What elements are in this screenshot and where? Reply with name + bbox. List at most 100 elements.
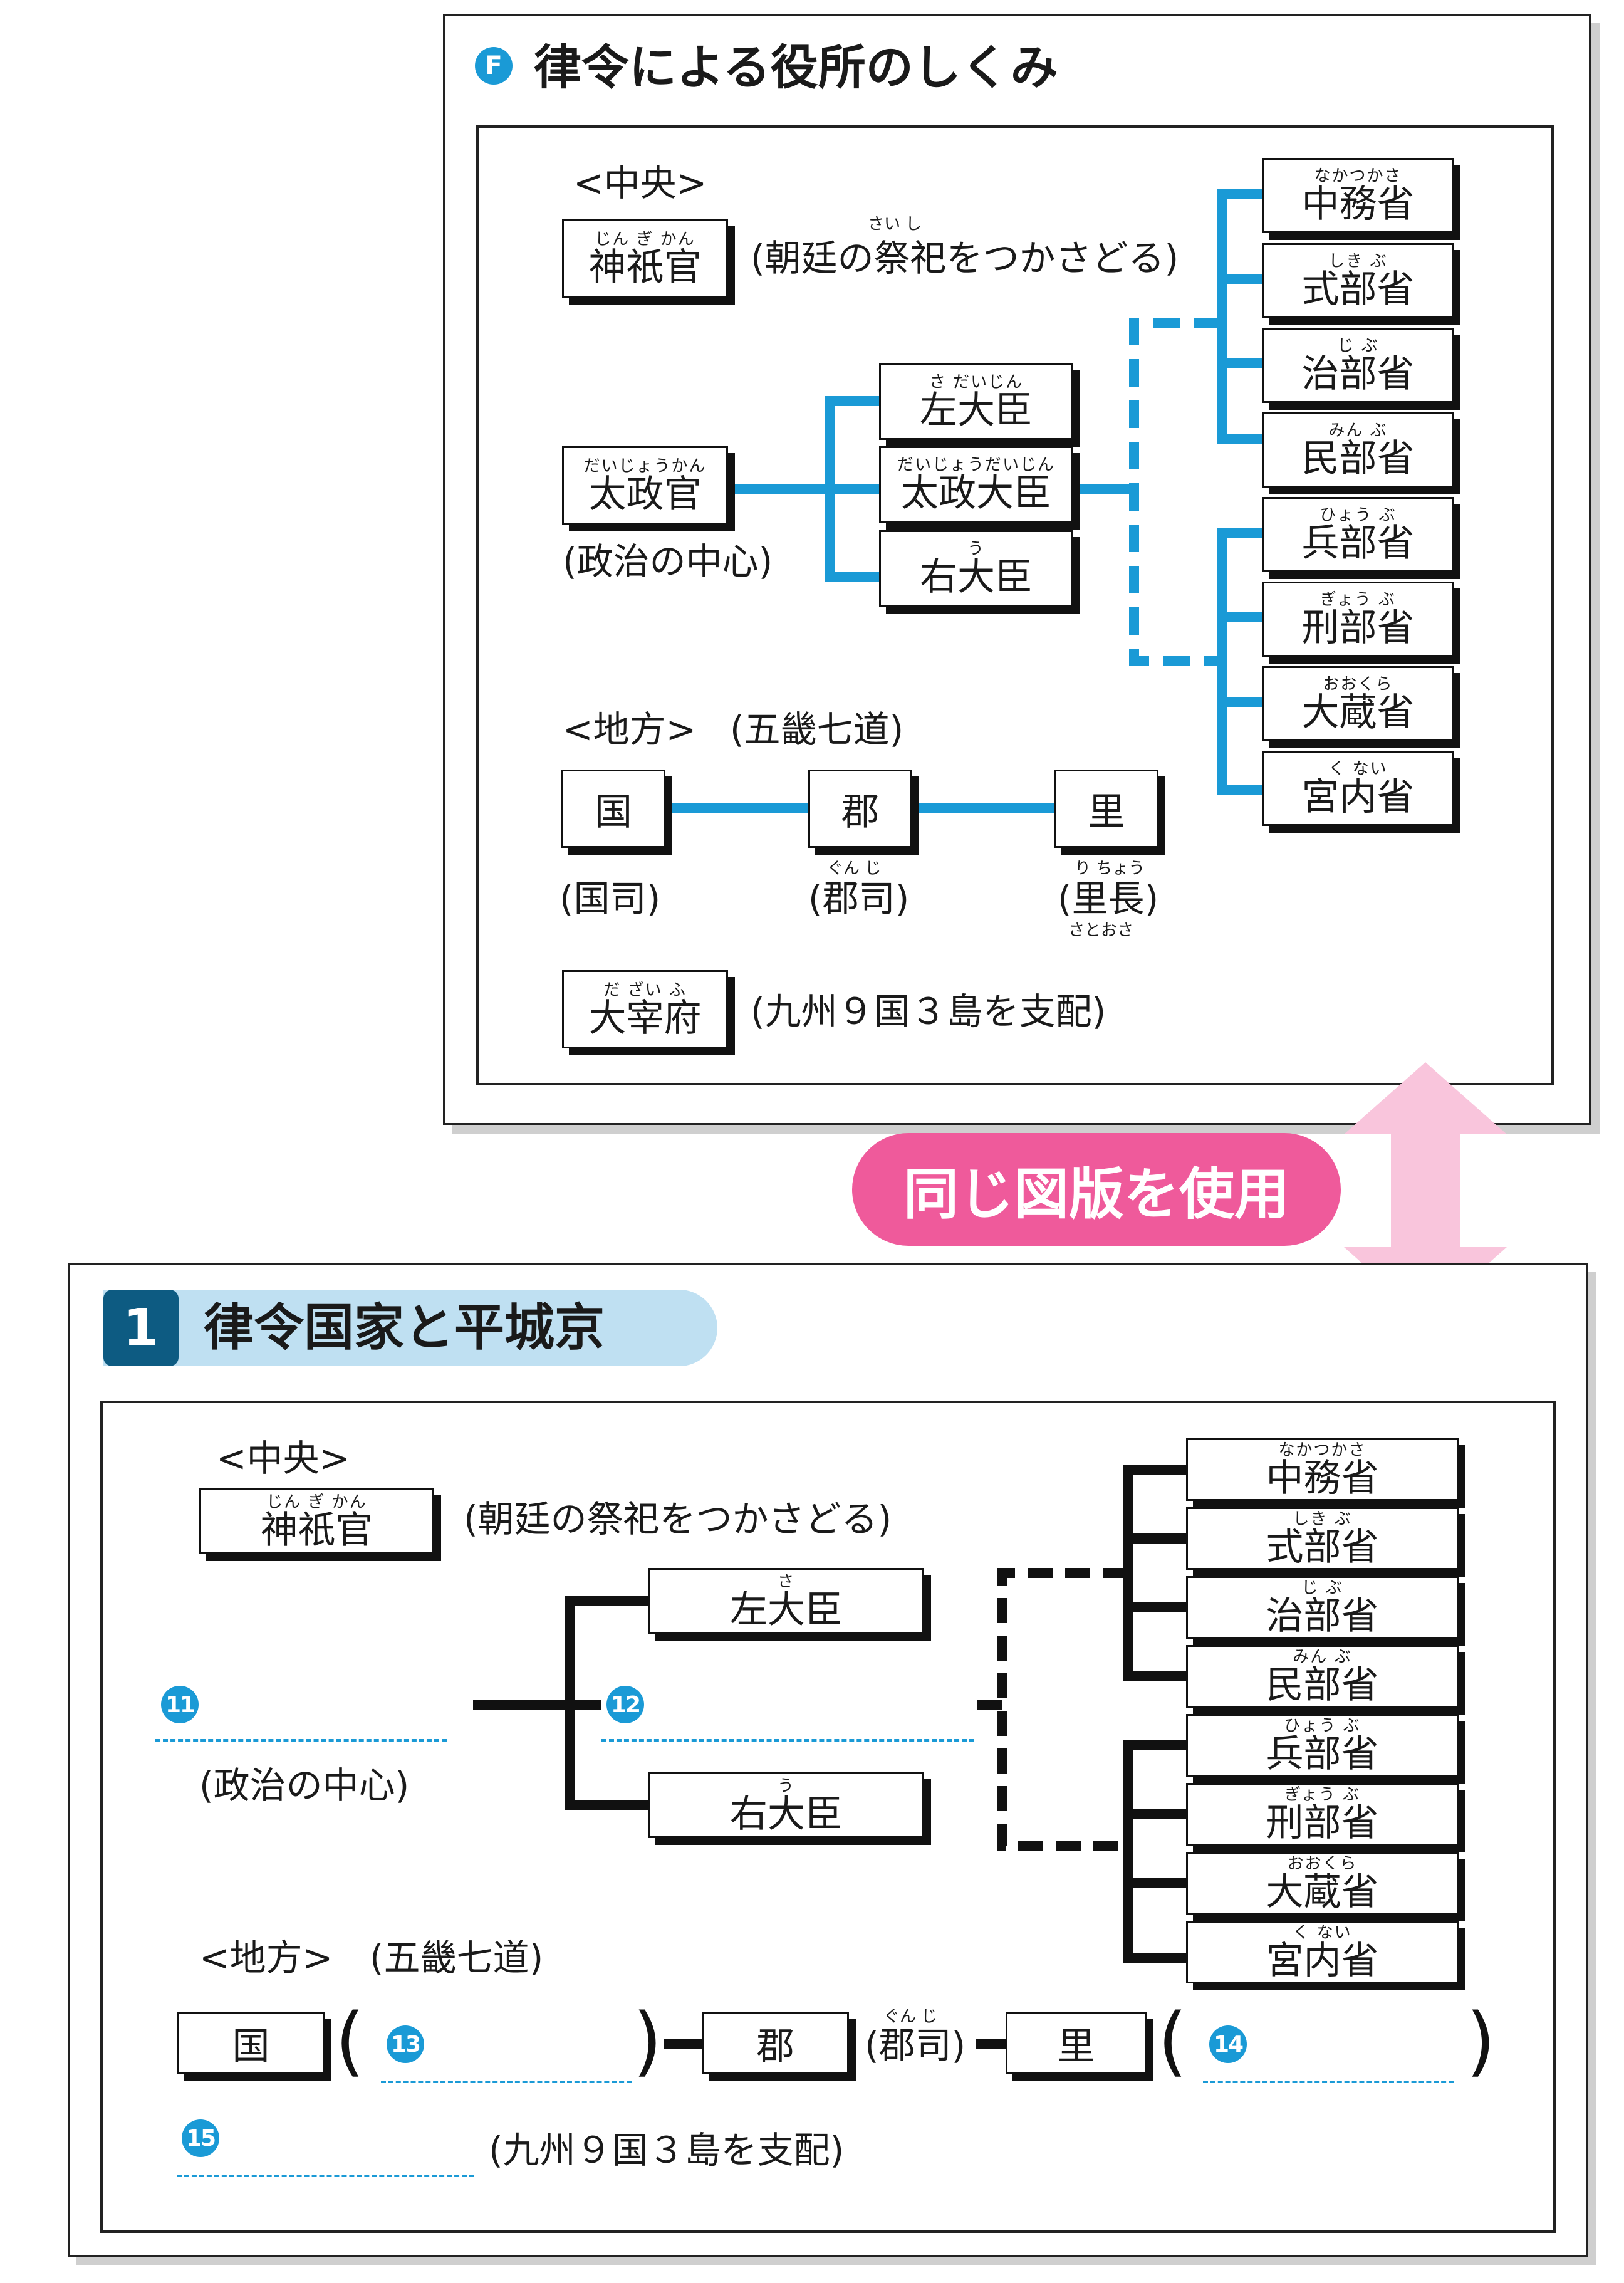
section-header-bar (103, 1290, 717, 1366)
bottom-title: 律令国家と平城京 (204, 1298, 605, 1357)
ruby: じん ぎ かん (595, 229, 695, 249)
box-label: 神祇官 (588, 245, 702, 290)
box-label: 郡 (756, 2024, 794, 2069)
blank-11-answer-line[interactable] (155, 1739, 447, 1742)
paren-close-14: ) (1466, 1998, 1496, 2085)
box-label: 左大臣 (730, 1587, 843, 1632)
top-kuni-box: 国 (561, 770, 665, 848)
top-connectors (664, 189, 1266, 813)
bottom-jingikan-note: (朝廷の祭祀をつかさどる) (464, 1498, 892, 1540)
top-richo: (里長) (1058, 877, 1159, 920)
box-label: 民部省 (1266, 1663, 1379, 1707)
box-label: 国 (232, 2024, 270, 2069)
box-label: 国 (595, 790, 632, 834)
bottom-seiji-note: (政治の中心) (199, 1764, 410, 1807)
top-daijokan-box: だいじょうかん太政官 (562, 446, 728, 525)
paren-open-14: ( (1158, 1998, 1187, 2085)
ruby: おおくら (1287, 1854, 1358, 1873)
top-ministry-4: ひょう ぶ兵部省 (1262, 497, 1454, 572)
bottom-ministry-3: みん ぶ民部省 (1186, 1645, 1459, 1708)
bottom-local-label: <地方> (199, 1936, 333, 1979)
top-local-label: <地方> (563, 708, 697, 751)
ruby: みん ぶ (1328, 421, 1388, 440)
bottom-ministry-1: しき ぶ式部省 (1186, 1507, 1459, 1570)
top-dazaifu-box: だ ざい ふ大宰府 (562, 970, 728, 1048)
top-richo-ruby: り ちょう (1075, 859, 1145, 878)
ruby: おおくら (1323, 675, 1393, 694)
top-local-note: (五畿七道) (730, 708, 904, 751)
paren-close-13: ) (633, 1998, 662, 2085)
box-label: 大蔵省 (1301, 691, 1415, 734)
ruby: ひょう ぶ (1320, 506, 1397, 525)
ruby: ひょう ぶ (1284, 1716, 1361, 1735)
blank-11-number: 11 (161, 1686, 199, 1723)
top-ministry-2: じ ぶ治部省 (1262, 328, 1454, 403)
ruby: じん ぎ かん (266, 1492, 367, 1512)
top-diagram-frame (476, 125, 1554, 1085)
ruby: じ ぶ (1337, 337, 1379, 355)
double-arrow-icon (1344, 1062, 1507, 1319)
top-gun-box: 郡 (808, 770, 912, 848)
blank-12-answer-line[interactable] (601, 1739, 974, 1742)
bottom-udaijin-box: う右大臣 (648, 1772, 924, 1838)
box-label: 式部省 (1266, 1525, 1379, 1569)
bottom-ministry-0: なかつかさ中務省 (1186, 1438, 1459, 1501)
box-label: 兵部省 (1301, 521, 1415, 565)
box-label: 郡 (841, 790, 879, 834)
top-ministry-6: おおくら大蔵省 (1262, 666, 1454, 741)
top-sato-box: 里 (1054, 770, 1158, 848)
bottom-central-label: <中央> (216, 1437, 350, 1480)
box-label: 大宰府 (588, 996, 702, 1040)
box-label: 太政大臣 (900, 471, 1051, 515)
ruby: じ ぶ (1301, 1579, 1343, 1597)
bottom-ministry-4: ひょう ぶ兵部省 (1186, 1714, 1459, 1777)
top-central-label: <中央> (573, 162, 707, 204)
ruby: さ (777, 1572, 795, 1591)
blank-14-number: 14 (1209, 2025, 1247, 2063)
box-label: 大蔵省 (1266, 1870, 1379, 1914)
blank-13-number: 13 (387, 2025, 424, 2063)
box-label: 右大臣 (920, 555, 1033, 599)
blank-12-number: 12 (606, 1686, 644, 1723)
top-ministry-5: ぎょう ぶ刑部省 (1262, 582, 1454, 657)
ruby: う (777, 1776, 795, 1795)
same-figure-label: 同じ図版を使用 (852, 1133, 1341, 1246)
top-jingikan-note: (朝廷の祭祀をつかさどる) (751, 237, 1179, 279)
box-label: 里 (1088, 790, 1125, 834)
ruby: だ ざい ふ (603, 980, 687, 1000)
ruby: しき ぶ (1328, 252, 1388, 271)
box-label: 中務省 (1301, 182, 1415, 226)
box-label: 治部省 (1301, 352, 1415, 396)
bottom-dazaifu-note: (九州９国３島を支配) (489, 2129, 845, 2171)
blank-15-answer-line[interactable] (177, 2175, 474, 2177)
top-minister-1: だいじょうだいじん太政大臣 (879, 446, 1073, 523)
bottom-kuni-box: 国 (177, 2012, 325, 2074)
bottom-ministry-6: おおくら大蔵省 (1186, 1852, 1459, 1915)
ruby: なかつかさ (1314, 167, 1402, 185)
box-label: 刑部省 (1266, 1801, 1379, 1845)
bottom-diagram-frame (100, 1401, 1556, 2233)
box-label: 兵部省 (1266, 1732, 1379, 1776)
box-label: 太政官 (588, 472, 702, 516)
box-label: 宮内省 (1266, 1939, 1379, 1983)
box-label: 左大臣 (920, 389, 1033, 432)
blank-14-answer-line[interactable] (1203, 2081, 1454, 2083)
ruby: しき ぶ (1293, 1510, 1352, 1528)
blank-15-number: 15 (182, 2119, 219, 2157)
ruby: ぎょう ぶ (1284, 1785, 1360, 1804)
box-label: 刑部省 (1301, 606, 1415, 650)
bottom-sadaijin-box: さ左大臣 (648, 1568, 924, 1634)
section-number-badge: 1 (103, 1290, 179, 1366)
top-ministry-7: く ない宮内省 (1262, 751, 1454, 826)
bottom-gun-box: 郡 (702, 2012, 849, 2074)
bottom-jingikan-box: じん ぎ かん神祇官 (199, 1488, 434, 1554)
top-minister-2: う右大臣 (879, 530, 1073, 607)
top-ministry-1: しき ぶ式部省 (1262, 243, 1454, 318)
top-ministry-3: みん ぶ民部省 (1262, 412, 1454, 488)
box-label: 神祇官 (260, 1508, 373, 1552)
top-gunji: (郡司) (808, 877, 910, 920)
blank-13-answer-line[interactable] (381, 2081, 632, 2083)
ruby: だいじょうかん (583, 456, 707, 476)
ruby: だいじょうだいじん (897, 456, 1055, 474)
top-kokushi: (国司) (560, 877, 661, 920)
